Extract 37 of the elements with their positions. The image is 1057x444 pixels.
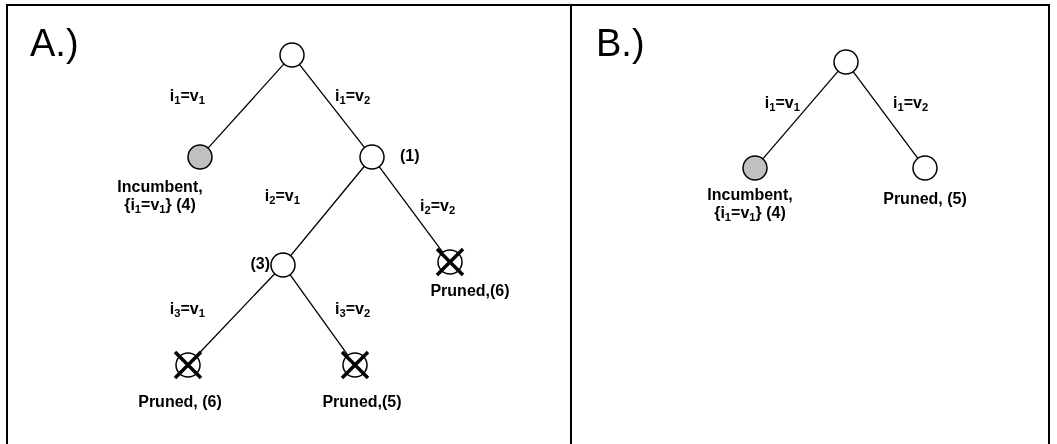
tree-node [277,40,307,70]
tree-edge [762,70,839,160]
edge-label: i$_{1}$=v$_{1}$ [169,87,205,106]
node-caption: Pruned,(5) [322,393,402,412]
pruned-node-icon [435,247,465,277]
edge-label: i$_{3}$=v$_{1}$ [169,300,205,319]
panel-frame [570,4,1050,444]
node-caption: Pruned,(6) [430,282,510,301]
tree-node [357,142,387,172]
tree-edge [298,63,366,149]
edge-label: i$_{2}$=v$_{1}$ [264,187,300,206]
edge-label: i$_{3}$=v$_{2}$ [335,300,371,319]
tree-node [831,47,861,77]
pruned-node-icon [340,350,370,380]
node-caption: Pruned, (6) [138,393,222,412]
edge-label: i$_{1}$=v$_{1}$ [764,94,800,113]
tree-edge [378,166,444,253]
incumbent-node [185,142,215,172]
tree-edge [289,274,349,356]
tree-edge [290,165,365,257]
edge-label: i$_{1}$=v$_{2}$ [893,94,929,113]
pruned-node-icon [173,350,203,380]
tree-edge [852,70,919,160]
node-caption: (3) [250,255,270,274]
tree-node [910,153,940,183]
node-caption: Incumbent, {i$_{1}$=v$_{1}$} (4) [706,186,794,223]
node-caption: Incumbent, {i$_{1}$=v$_{1}$} (4) [116,178,204,215]
tree-node [268,250,298,280]
panel-heading: B.) [596,24,645,62]
panel-frame [6,4,572,444]
edge-label: i$_{2}$=v$_{2}$ [420,197,456,216]
edge-label: i$_{1}$=v$_{2}$ [335,87,371,106]
node-caption: Pruned, (5) [883,190,967,209]
node-caption: (1) [400,147,420,166]
panel-heading: A.) [30,24,79,62]
incumbent-node [740,153,770,183]
tree-edge [207,63,285,149]
